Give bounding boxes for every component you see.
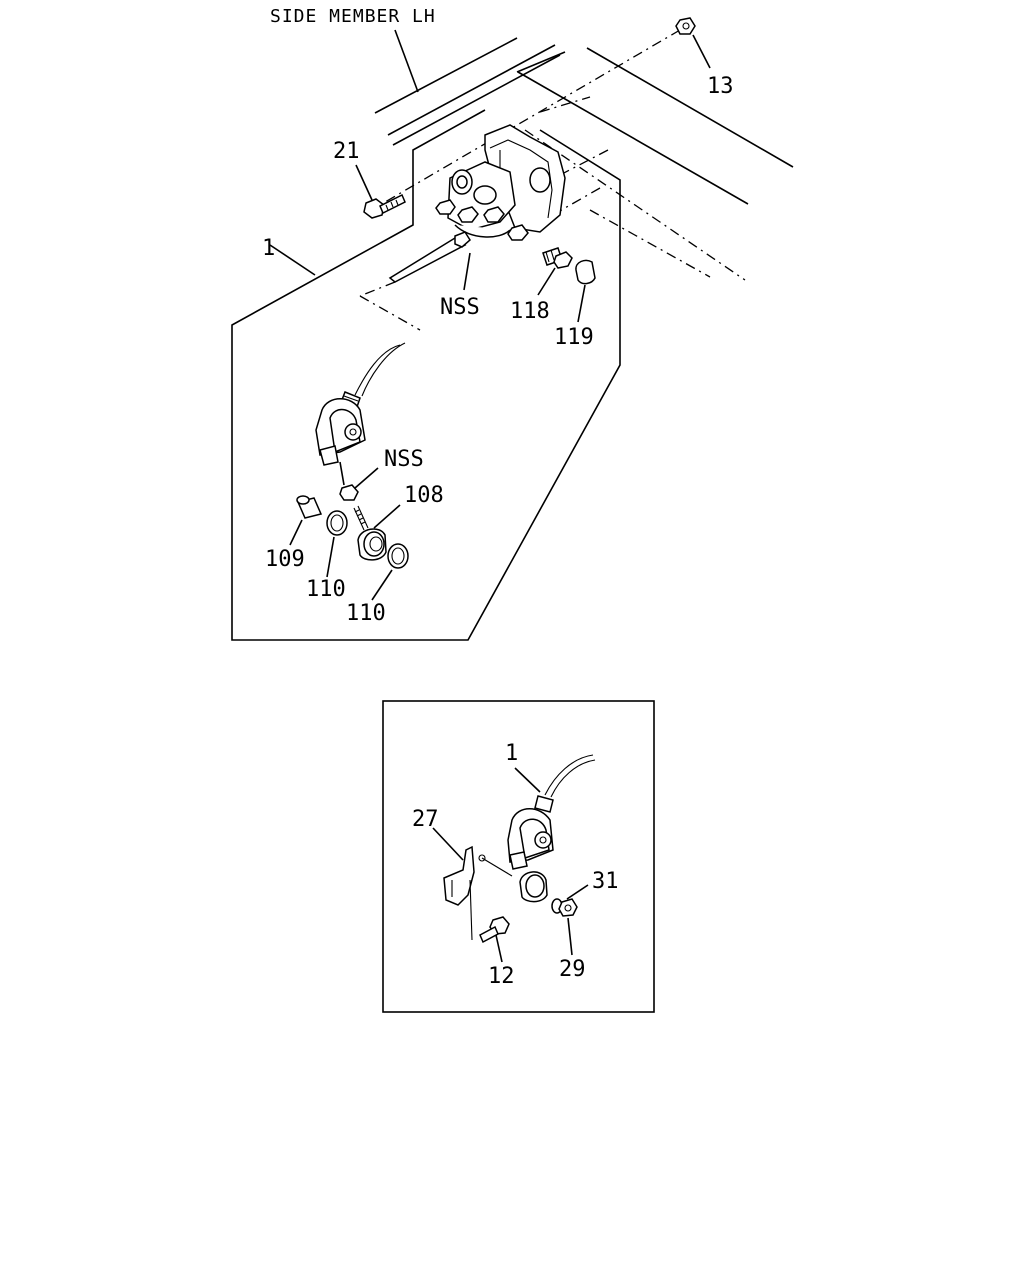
leader-1 — [269, 244, 316, 276]
side-member-lh-title: SIDE MEMBER LH — [270, 6, 436, 27]
callout-108: 108 — [404, 483, 444, 508]
pin-109 — [296, 495, 323, 519]
inset-callout-29: 29 — [559, 957, 586, 982]
inset-leader-29 — [567, 917, 573, 956]
bushing-110-right — [387, 543, 409, 569]
callout-110-left: 110 — [306, 577, 346, 602]
bolt-118 — [542, 247, 573, 269]
inset-leader-27 — [432, 827, 464, 861]
lever-unit — [315, 342, 406, 466]
nut-nss-lower — [339, 484, 359, 501]
leader-118 — [537, 267, 556, 296]
inset-callout-31: 31 — [592, 869, 619, 894]
inset-box — [382, 700, 655, 1013]
leader-119 — [577, 284, 586, 323]
alignment-lines — [359, 29, 746, 331]
inset-leader-31 — [566, 884, 589, 900]
bolt-12 — [479, 916, 510, 944]
inset-leader-1 — [514, 767, 541, 793]
leader-109 — [289, 519, 303, 546]
bushing-110-left — [326, 510, 348, 536]
leader-nss-upper — [463, 252, 471, 291]
callout-119: 119 — [554, 325, 594, 350]
height-control-valve — [388, 124, 566, 283]
bolt-21 — [363, 193, 406, 219]
callout-118: 118 — [510, 299, 550, 324]
leader-110-right — [371, 569, 393, 601]
cap-119 — [575, 259, 596, 285]
inset-callout-27: 27 — [412, 807, 439, 832]
assembly-boundary — [231, 109, 621, 641]
callout-nss-upper: NSS — [440, 295, 480, 320]
joint-108 — [353, 505, 387, 561]
callout-110-right: 110 — [346, 601, 386, 626]
callout-21: 21 — [333, 139, 360, 164]
inset-axis-line — [469, 879, 473, 941]
callout-13: 13 — [707, 74, 734, 99]
callout-1: 1 — [262, 236, 275, 261]
title-leader — [394, 29, 419, 93]
nut-29 — [558, 898, 578, 917]
leader-13 — [692, 34, 711, 69]
nut-13 — [675, 17, 696, 35]
leader-110-left — [326, 536, 335, 578]
callout-nss-lower: NSS — [384, 447, 424, 472]
leader-lever-to-nut — [339, 461, 345, 486]
leader-nss-lower — [354, 467, 379, 489]
bracket-27 — [443, 845, 513, 906]
leader-108 — [373, 504, 401, 529]
inset-lever-unit — [507, 754, 596, 903]
leader-21 — [355, 164, 373, 201]
side-member-frame — [374, 37, 794, 205]
callout-109: 109 — [265, 547, 305, 572]
inset-leader-12 — [495, 934, 503, 963]
inset-callout-1: 1 — [505, 741, 518, 766]
inset-callout-12: 12 — [488, 964, 515, 989]
